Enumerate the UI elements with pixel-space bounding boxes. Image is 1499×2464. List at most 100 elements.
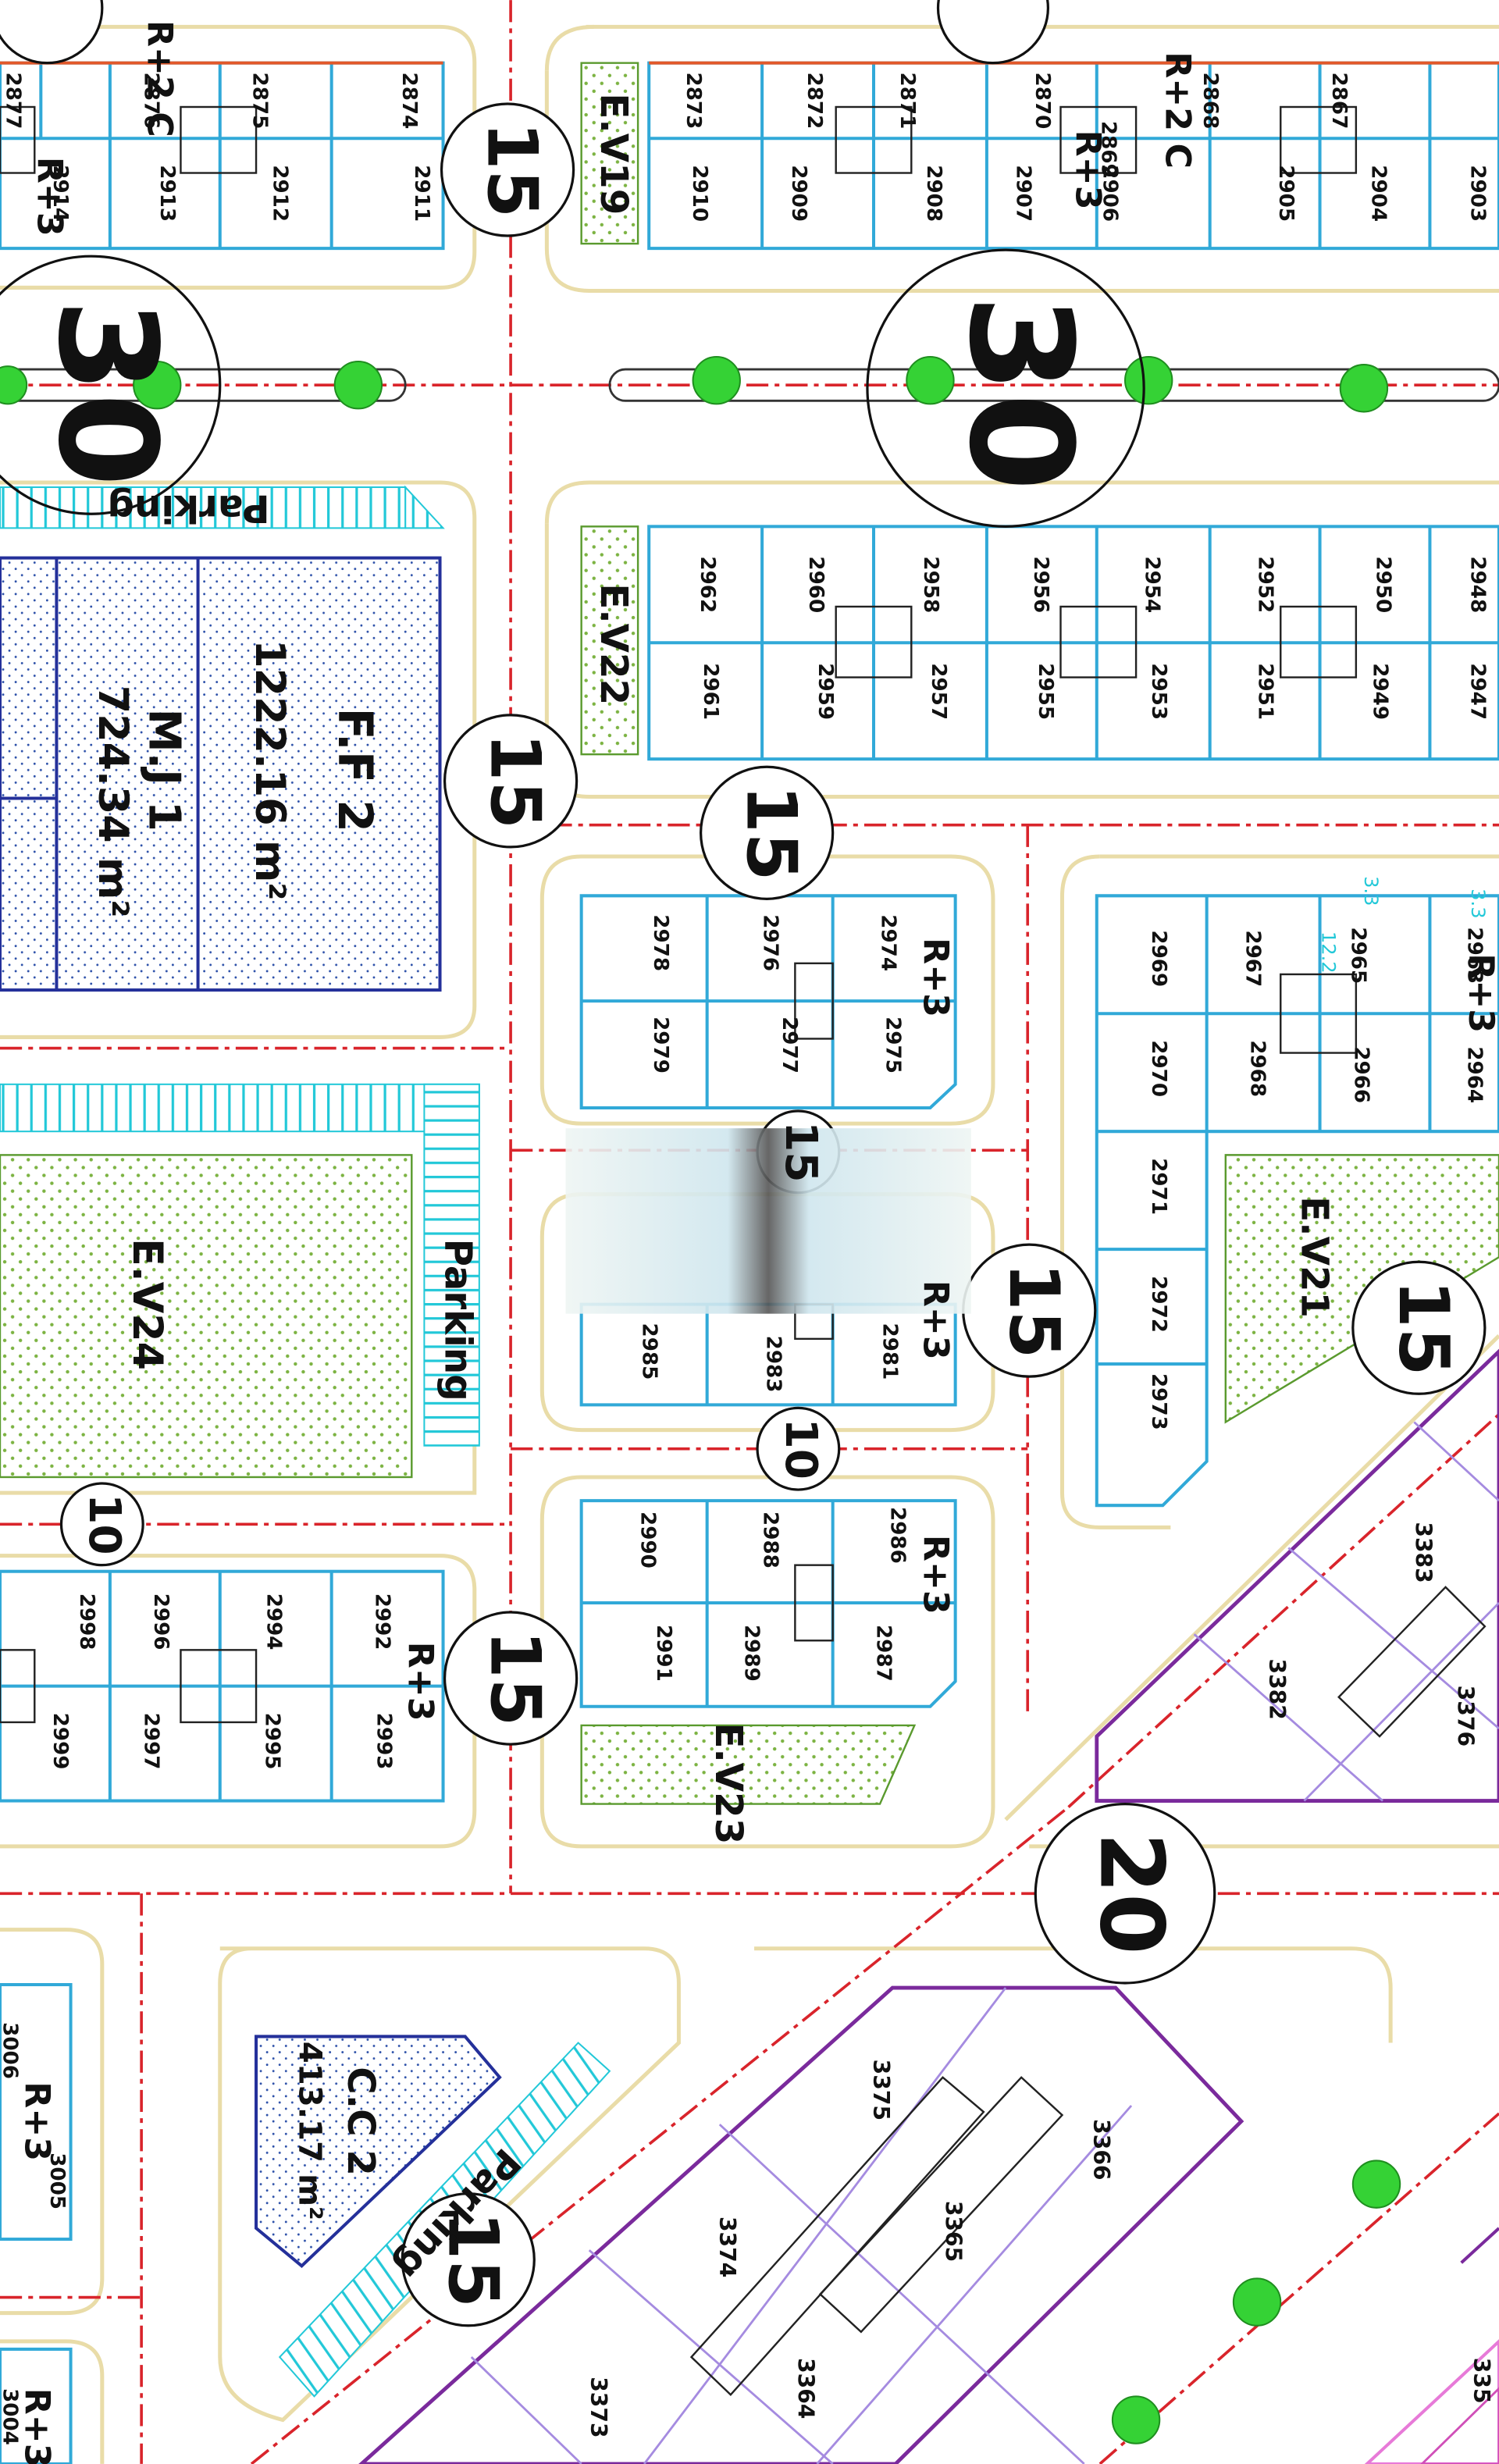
road-width-circle xyxy=(401,2192,536,2327)
blurred-region xyxy=(565,1128,971,1314)
lot-number: 2966 xyxy=(1349,1046,1373,1103)
road-width-label: 15 xyxy=(732,785,812,881)
lot-number: 3005 xyxy=(45,2152,69,2209)
lot-number: 3383 xyxy=(1410,1522,1436,1583)
tree-icon xyxy=(692,355,741,405)
road-width-label: 15 xyxy=(433,2212,513,2308)
facility-area: 1222.16 m² xyxy=(246,639,294,900)
lot-number: 3375 xyxy=(868,2060,894,2120)
lot-number: 2872 xyxy=(803,73,826,130)
green-space-label: E.V21 xyxy=(1293,1196,1337,1318)
lot-number: 2948 xyxy=(1465,556,1489,613)
road-width-circle xyxy=(443,714,579,849)
lot-number: 2908 xyxy=(922,165,945,222)
green-space-label: E.V24 xyxy=(123,1238,171,1370)
parking-label: Parking xyxy=(107,486,269,530)
facility-area: 413.17 m² xyxy=(291,2042,327,2220)
lot-number: 2914 xyxy=(48,165,72,222)
road-width-label: 10 xyxy=(775,1419,826,1479)
lot-number: 2949 xyxy=(1369,663,1392,720)
lot-number: 2904 xyxy=(1367,165,1390,222)
lot-number: 2957 xyxy=(927,663,950,720)
road-width-markers xyxy=(0,0,1487,2327)
zone-label: R+2 C xyxy=(1157,52,1197,169)
road-width-label: 20 xyxy=(1080,1832,1183,1955)
lot-number: 2956 xyxy=(1029,556,1052,613)
tree-icon xyxy=(1111,2395,1161,2444)
zone-label: R+3 xyxy=(915,1280,955,1360)
zone-label: R+3 xyxy=(1068,130,1108,210)
lot-number: 2990 xyxy=(636,1512,660,1568)
road-width-circle xyxy=(440,102,575,237)
zone-label: R+3 xyxy=(16,2388,56,2464)
lot-number: 2989 xyxy=(740,1625,764,1682)
green-space-label: E.V19 xyxy=(592,93,636,215)
road-width-label: 15 xyxy=(472,122,553,218)
lot-number: 3004 xyxy=(0,2388,22,2445)
lot-number: 2996 xyxy=(149,1593,173,1650)
zone-label: R+3 xyxy=(16,2081,56,2161)
road-width-circle xyxy=(1351,1260,1487,1395)
lot-number: 2905 xyxy=(1274,165,1298,222)
tree-icon xyxy=(906,355,955,405)
lot-number: 2871 xyxy=(895,73,919,130)
lot-number: 2968 xyxy=(1246,1040,1269,1097)
road-width-circle xyxy=(866,248,1145,528)
lot-number: 2906 xyxy=(1098,165,1121,222)
lot-number: 3006 xyxy=(0,2022,22,2079)
lot-number: 2978 xyxy=(649,914,672,971)
tree-icon xyxy=(333,361,383,410)
road-width-label: 30 xyxy=(938,294,1102,491)
lot-number: 2952 xyxy=(1254,556,1277,613)
building-footprints xyxy=(0,105,1358,1724)
dimension-label: 12.2 xyxy=(1318,931,1340,974)
lot-number: 2971 xyxy=(1147,1158,1170,1215)
zone-label: R+3 xyxy=(1461,953,1499,1033)
lot-number: 3374 xyxy=(714,2217,740,2277)
tree-alley xyxy=(0,355,1499,2444)
lot-number: 2997 xyxy=(140,1713,163,1770)
lot-number: 2983 xyxy=(762,1336,785,1393)
lot-number: 2974 xyxy=(877,914,900,971)
tree-icon xyxy=(133,361,182,410)
lot-number: 2875 xyxy=(248,73,272,130)
lot-number: 2987 xyxy=(872,1625,895,1682)
lot-number: 2954 xyxy=(1141,556,1164,613)
lot-number: 2959 xyxy=(814,663,837,720)
facility-name: F.F 2 xyxy=(327,708,382,833)
lot-number: 2868 xyxy=(1198,73,1222,130)
road-width-circle xyxy=(0,255,222,515)
lot-number: 335 xyxy=(1469,2358,1494,2404)
lot-number: 2912 xyxy=(269,165,292,222)
road-width-label: 15 xyxy=(775,1121,826,1182)
lot-number: 2986 xyxy=(886,1507,910,1564)
road-curbs xyxy=(0,24,1499,2464)
facility-name: C.C 2 xyxy=(339,2067,383,2176)
lot-number: 2907 xyxy=(1012,165,1035,222)
road-width-circle xyxy=(700,765,835,900)
lot-number: 2970 xyxy=(1147,1040,1170,1097)
road-width-label: 15 xyxy=(994,1262,1074,1358)
lot-number: 2999 xyxy=(48,1713,72,1770)
tree-icon xyxy=(1339,364,1389,413)
lot-number: 2909 xyxy=(787,165,810,222)
purple-blocks xyxy=(358,1348,1499,2464)
lot-number: 2994 xyxy=(262,1593,286,1650)
map-labels: 15 30 30 15 15 15 15 10 10 15 20 15 15 E… xyxy=(16,20,1499,2464)
lot-number: 2913 xyxy=(155,165,179,222)
lot-number: 2985 xyxy=(638,1323,661,1380)
road-width-label: 10 xyxy=(79,1494,130,1554)
parking-label: Parking xyxy=(436,1239,480,1401)
lot-number: 2993 xyxy=(372,1713,396,1770)
lot-number: 2967 xyxy=(1241,930,1265,987)
road-width-circle xyxy=(936,0,1049,65)
lot-number: 2963 xyxy=(1462,927,1486,984)
lot-number: 2961 xyxy=(699,663,722,720)
lot-number: 2981 xyxy=(878,1323,902,1380)
road-width-label: 15 xyxy=(1383,1280,1464,1376)
road-width-circle xyxy=(59,1482,144,1567)
lot-number: 3364 xyxy=(792,2358,818,2419)
lot-number: 2947 xyxy=(1465,663,1489,720)
